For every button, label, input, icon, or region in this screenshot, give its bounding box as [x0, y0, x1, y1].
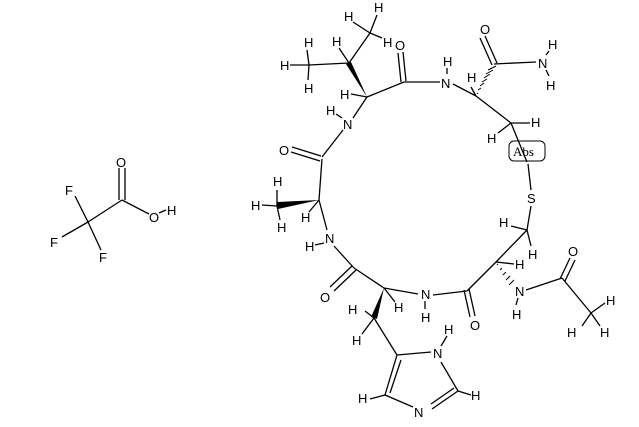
atom-N: N	[421, 287, 430, 302]
atom-N: N	[538, 56, 547, 71]
atom-O: O	[116, 155, 126, 170]
atom-S: S	[527, 191, 536, 206]
atom-H: H	[304, 81, 313, 96]
atom-H: H	[600, 325, 609, 340]
atom-H: H	[348, 302, 357, 317]
atom-O: O	[279, 143, 289, 158]
atom-O: O	[470, 318, 480, 333]
atom-H: H	[606, 293, 615, 308]
atom-H: H	[304, 35, 313, 50]
atom-H: H	[383, 35, 392, 50]
atom-N: N	[343, 117, 352, 132]
atom-H: H	[499, 215, 508, 230]
atom-H: H	[344, 9, 353, 24]
atom-H: H	[277, 220, 286, 235]
atom-H: H	[487, 131, 496, 146]
atom-O: O	[149, 210, 159, 225]
atom-N: N	[433, 346, 442, 361]
atom-H: H	[305, 239, 314, 254]
atom-O: O	[320, 290, 330, 305]
atom-F: F	[65, 183, 73, 198]
atom-H: H	[326, 103, 335, 118]
atom-N: N	[441, 76, 450, 91]
atom-F: F	[99, 250, 107, 265]
atom-H: H	[394, 300, 403, 315]
atom-O: O	[395, 38, 405, 53]
abs-stereo-badge	[508, 140, 546, 162]
atom-H: H	[358, 391, 367, 406]
atom-N: N	[325, 231, 334, 246]
atom-F: F	[50, 235, 58, 250]
atom-H: H	[374, 0, 383, 15]
atom-H: H	[251, 198, 260, 213]
atom-H: H	[531, 115, 540, 130]
atom-H: H	[332, 34, 341, 49]
atom-H: H	[443, 54, 452, 69]
cyclic-peptide: H H H H H H H H O N H N H	[251, 0, 615, 420]
atom-H: H	[467, 70, 476, 85]
atom-H: H	[548, 37, 557, 52]
atom-H: H	[301, 210, 310, 225]
atom-H: H	[340, 87, 349, 102]
atom-H: H	[167, 203, 176, 218]
atom-H: H	[421, 310, 430, 325]
atom-H: H	[352, 333, 361, 348]
atom-H: H	[546, 78, 555, 93]
atom-N: N	[515, 284, 524, 299]
abs-label: Abs	[513, 144, 534, 159]
atom-H: H	[528, 247, 537, 262]
atom-H: H	[512, 307, 521, 322]
atom-H: H	[515, 257, 524, 272]
atom-H: H	[471, 388, 480, 403]
trifluoroacetic-acid: O O H F F F	[50, 155, 176, 265]
atom-H: H	[444, 322, 453, 337]
atom-O: O	[568, 244, 578, 259]
atom-H: H	[280, 58, 289, 73]
atom-N: N	[414, 405, 423, 420]
atom-H: H	[273, 174, 282, 189]
atom-H: H	[567, 325, 576, 340]
atom-O: O	[480, 22, 490, 37]
